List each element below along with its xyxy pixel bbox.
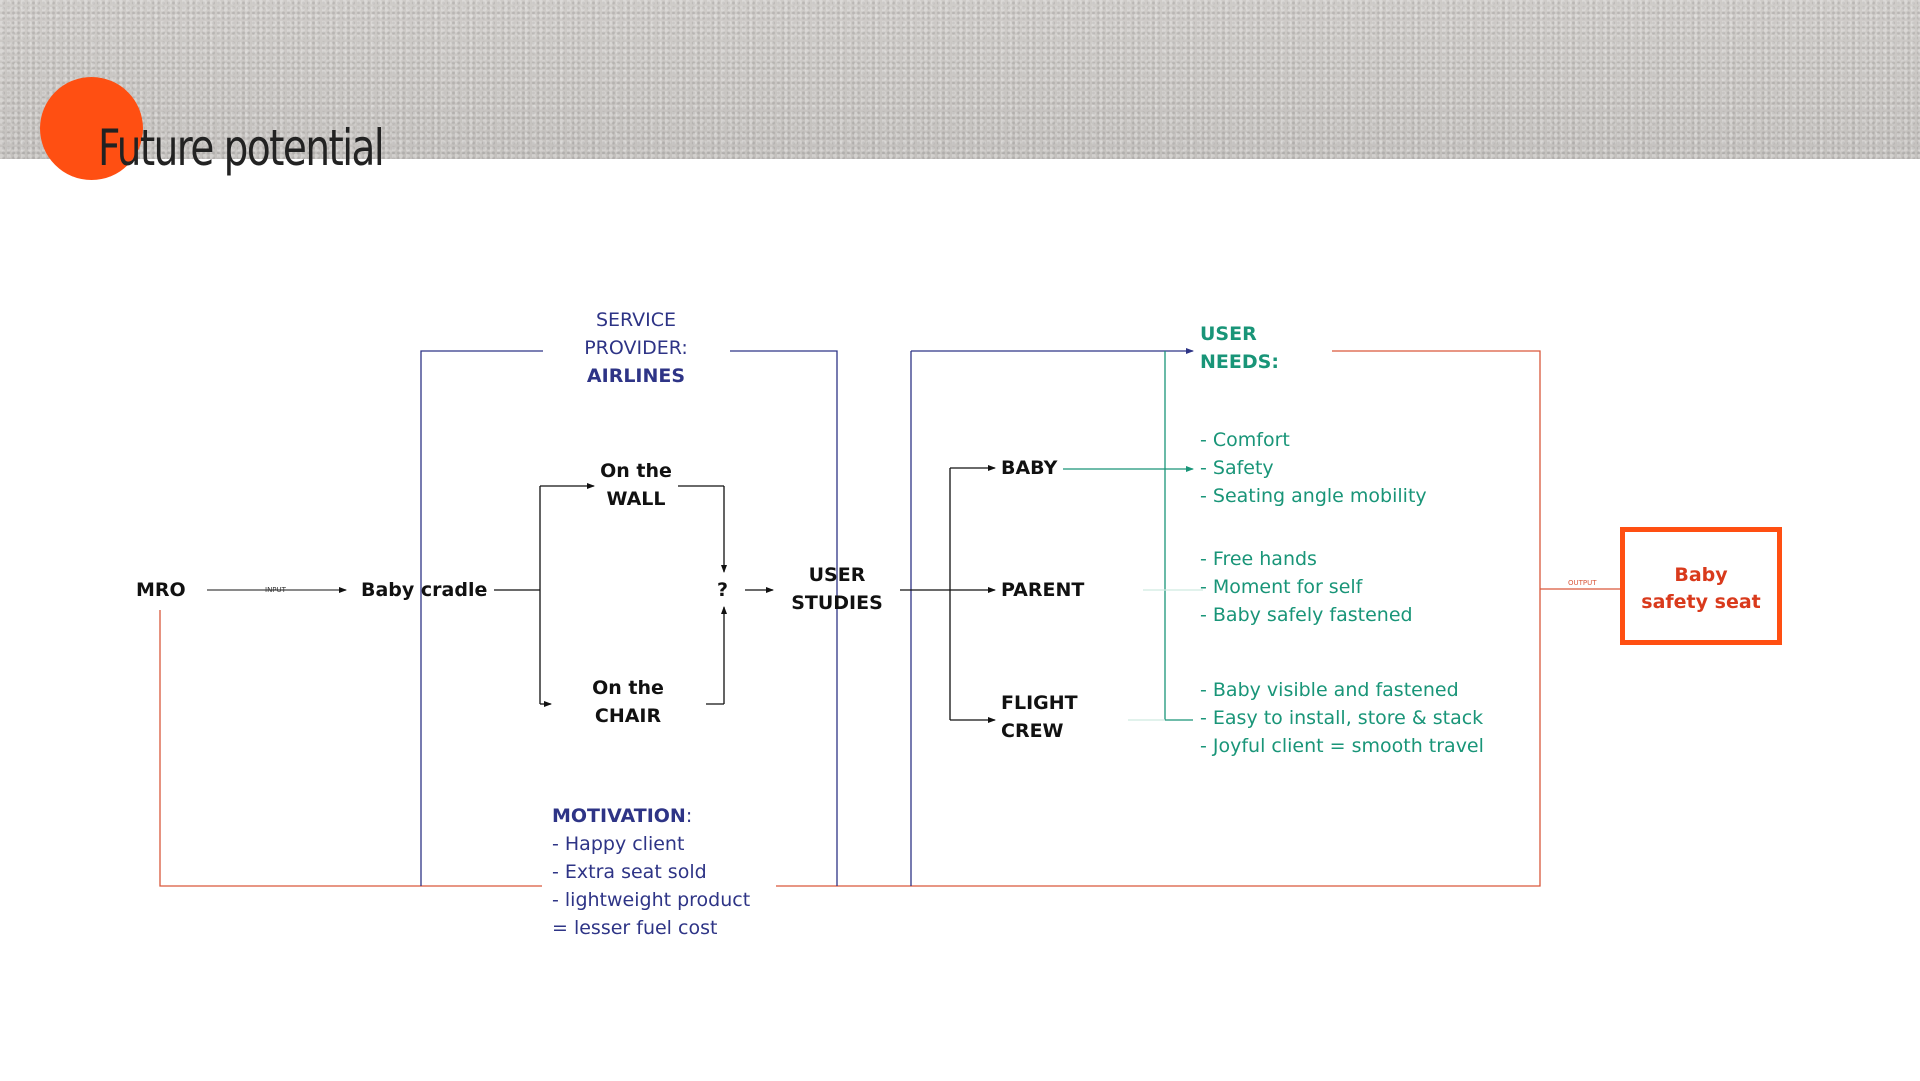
- parent-needs-list: - Free hands - Moment for self - Baby sa…: [1200, 545, 1413, 629]
- list-item: - Joyful client = smooth travel: [1200, 735, 1484, 757]
- input-label: INPUT: [265, 586, 286, 594]
- question-node: ?: [717, 579, 729, 601]
- list-item: - Moment for self: [1200, 576, 1363, 598]
- airline-frame-line: [420, 348, 1194, 886]
- page-title: Future potential: [98, 119, 385, 177]
- list-item: - Extra seat sold: [552, 861, 707, 883]
- motivation-block: MOTIVATION: - Happy client - Extra seat …: [552, 802, 750, 942]
- list-item: - Comfort: [1200, 429, 1290, 451]
- parent-node: PARENT: [1001, 579, 1085, 601]
- accent-circle: [40, 77, 143, 180]
- list-item: - Free hands: [1200, 548, 1317, 570]
- motivation-heading: MOTIVATION: [552, 805, 686, 827]
- baby-node: BABY: [1001, 457, 1058, 479]
- baby-needs-list: - Comfort - Safety - Seating angle mobil…: [1200, 426, 1427, 510]
- baby-cradle-node: Baby cradle: [361, 579, 488, 601]
- list-item: = lesser fuel cost: [552, 917, 718, 939]
- mro-node: MRO: [136, 579, 186, 601]
- list-item: - Seating angle mobility: [1200, 485, 1427, 507]
- needs-connectors: [1063, 351, 1194, 721]
- list-item: - Baby visible and fastened: [1200, 679, 1459, 701]
- list-item: - lightweight product: [552, 889, 751, 911]
- flow-arrows: [207, 465, 996, 723]
- list-item: - Safety: [1200, 457, 1274, 479]
- output-label: OUTPUT: [1568, 579, 1597, 587]
- header-texture-band: [0, 0, 1920, 159]
- red-loop-line: [159, 350, 1541, 887]
- service-provider-label: SERVICE PROVIDER: AIRLINES: [584, 309, 688, 387]
- list-item: - Happy client: [552, 833, 685, 855]
- flight-crew-needs-list: - Baby visible and fastened - Easy to in…: [1200, 676, 1484, 760]
- list-item: - Baby safely fastened: [1200, 604, 1413, 626]
- list-item: - Easy to install, store & stack: [1200, 707, 1484, 729]
